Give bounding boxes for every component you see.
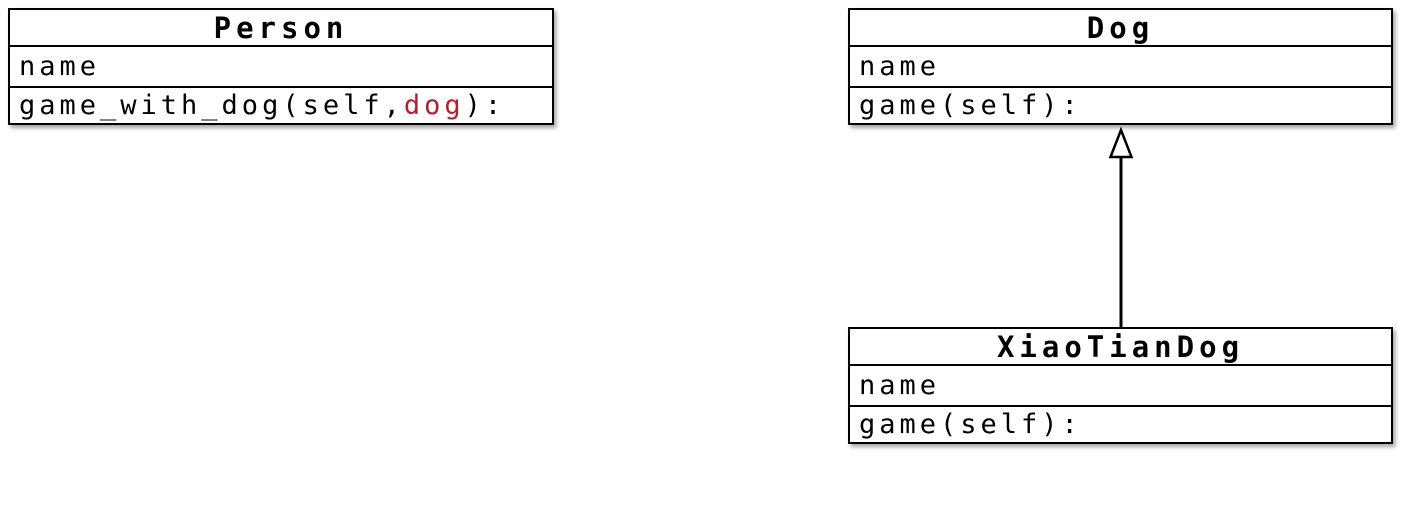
class-box-person: Person name game_with_dog(self, dog): (8, 8, 554, 125)
class-box-xiaotiandog: XiaoTianDog name game(self): (848, 327, 1393, 444)
method-text: game_with_dog(self, (19, 90, 404, 121)
method-text: ): (464, 90, 506, 121)
method-text: game(self): (859, 90, 1082, 121)
hollow-triangle-arrowhead-icon (1108, 126, 1134, 159)
class-attribute-xiaotiandog: name (850, 364, 1391, 405)
class-title-dog: Dog (1086, 10, 1155, 45)
class-attribute-dog: name (850, 45, 1391, 86)
class-title-person: Person (213, 10, 349, 45)
class-method-person: game_with_dog(self, dog): (10, 86, 552, 123)
class-title-xiaotiandog: XiaoTianDog (996, 329, 1245, 364)
method-param-highlight: dog (403, 90, 465, 121)
method-text: game(self): (859, 409, 1082, 440)
class-box-dog: Dog name game(self): (848, 8, 1393, 125)
class-method-dog: game(self): (850, 86, 1391, 123)
class-method-xiaotiandog: game(self): (850, 405, 1391, 442)
class-attribute-person: name (10, 45, 552, 86)
